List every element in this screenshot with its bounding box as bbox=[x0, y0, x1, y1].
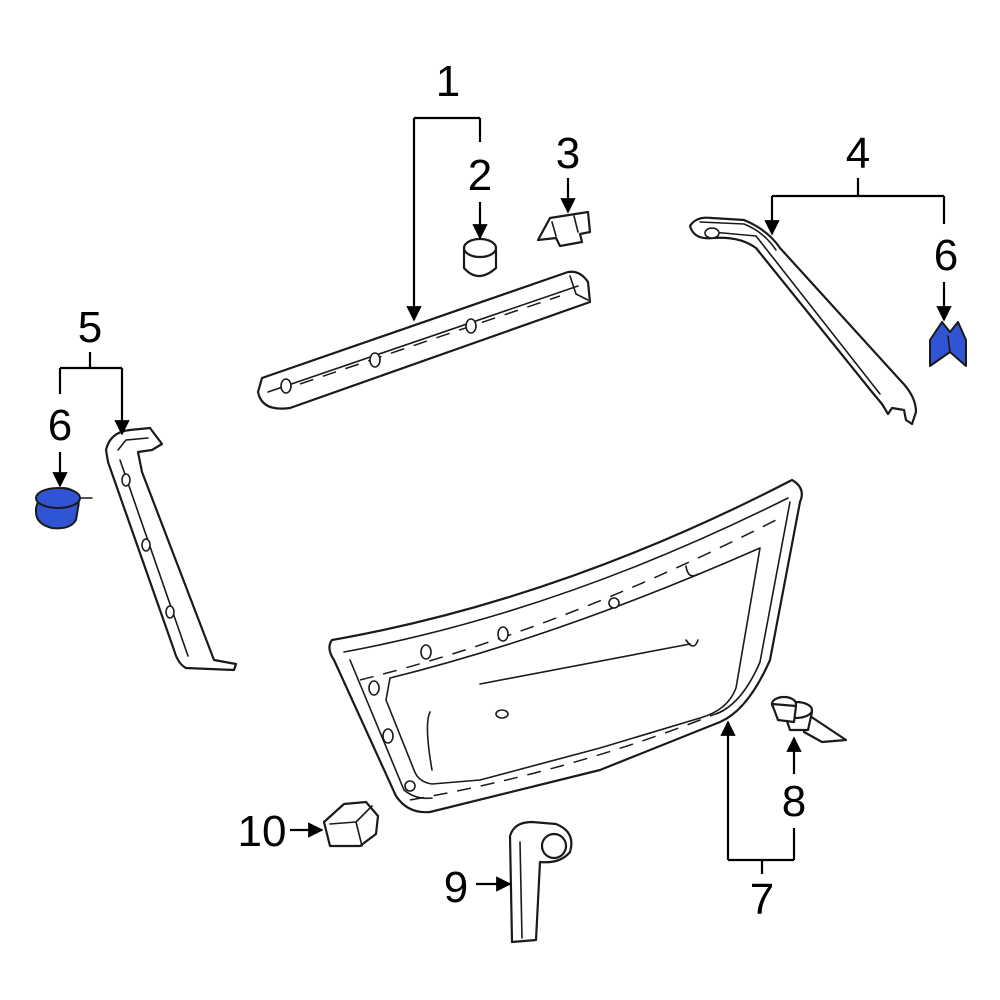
highlighted-part-6-right[interactable] bbox=[929, 321, 967, 367]
upper-garnish-strip[interactable] bbox=[256, 270, 592, 410]
right-pillar-trim[interactable] bbox=[688, 216, 918, 426]
callout-3: 3 bbox=[556, 129, 580, 178]
callout-5: 5 bbox=[78, 303, 102, 352]
callout-2: 2 bbox=[468, 151, 492, 200]
callout-7: 7 bbox=[750, 875, 774, 924]
callout-6-left: 6 bbox=[48, 401, 72, 450]
left-pillar-trim[interactable] bbox=[104, 426, 238, 672]
bumper-stop[interactable] bbox=[322, 800, 380, 848]
callout-labels: 1 2 3 4 5 6 6 7 8 9 10 bbox=[48, 57, 958, 924]
back-door-trim-panel[interactable] bbox=[328, 478, 803, 814]
highlighted-part-6-left[interactable] bbox=[35, 487, 93, 530]
push-clip[interactable] bbox=[770, 695, 848, 744]
bracket-clip[interactable] bbox=[536, 210, 592, 248]
highlight-fill-right bbox=[929, 321, 967, 367]
callout-10: 10 bbox=[238, 807, 287, 856]
callout-6-right: 6 bbox=[934, 231, 958, 280]
callout-4: 4 bbox=[846, 129, 870, 178]
callout-8: 8 bbox=[782, 777, 806, 826]
callout-1: 1 bbox=[436, 57, 460, 106]
hook[interactable] bbox=[508, 820, 573, 944]
plug-clip[interactable] bbox=[462, 237, 498, 278]
callout-9: 9 bbox=[444, 863, 468, 912]
leader-lines bbox=[52, 116, 952, 892]
